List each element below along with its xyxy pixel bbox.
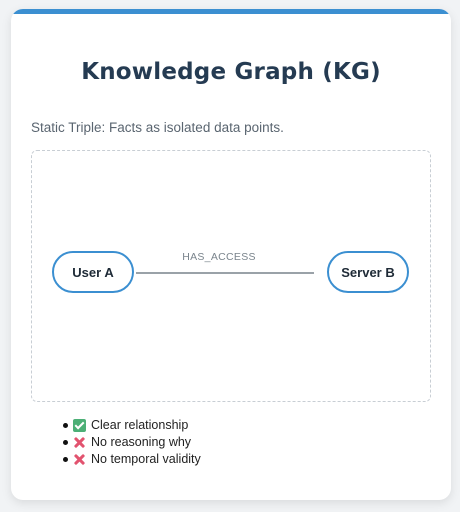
bullet-dot <box>63 457 68 462</box>
feature-text: Clear relationship <box>91 418 189 432</box>
edge-line <box>136 272 314 274</box>
card-accent-bar <box>11 9 451 14</box>
check-icon <box>73 419 86 432</box>
list-item: No reasoning why <box>63 434 201 451</box>
list-item: No temporal validity <box>63 451 201 468</box>
kg-card: Knowledge Graph (KG) Static Triple: Fact… <box>11 9 451 500</box>
card-title: Knowledge Graph (KG) <box>81 59 381 85</box>
feature-text: No temporal validity <box>91 452 201 466</box>
cross-icon <box>73 436 86 449</box>
edge-label: HAS_ACCESS <box>182 251 256 263</box>
node-server-b: Server B <box>327 251 409 293</box>
bullet-dot <box>63 423 68 428</box>
card-subtitle: Static Triple: Facts as isolated data po… <box>31 120 284 135</box>
feature-text: No reasoning why <box>91 435 192 449</box>
bullet-dot <box>63 440 68 445</box>
list-item: Clear relationship <box>63 417 201 434</box>
cross-icon <box>73 453 86 466</box>
feature-list: Clear relationship No reasoning why No t… <box>63 417 201 468</box>
node-user-a: User A <box>52 251 134 293</box>
graph-diagram: HAS_ACCESS User A Server B <box>31 150 431 402</box>
